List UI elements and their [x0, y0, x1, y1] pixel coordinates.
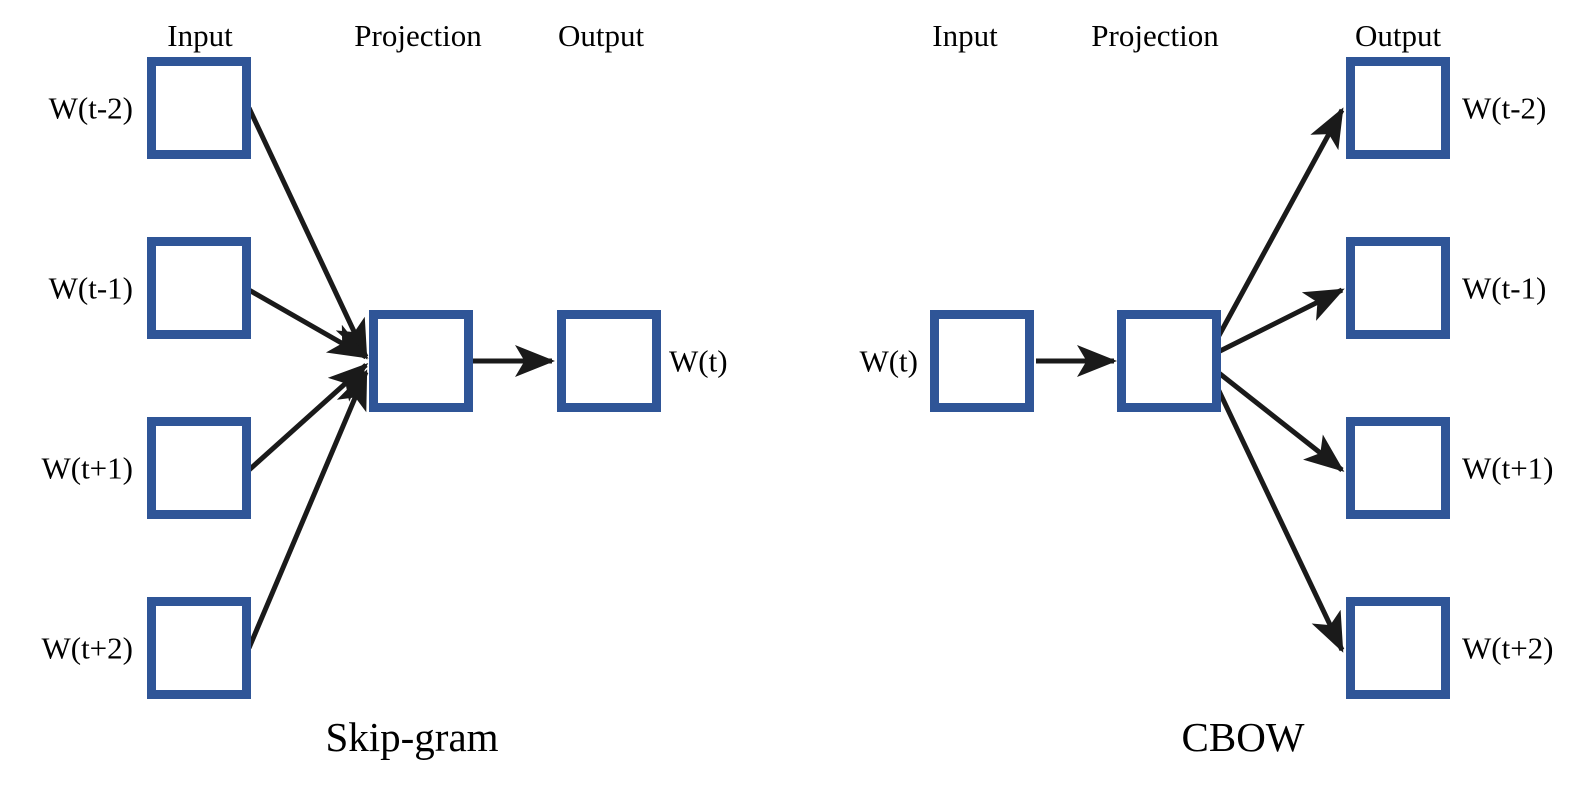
cbow-input-label: W(t)	[859, 343, 918, 379]
cbow-projection-box[interactable]	[1117, 310, 1221, 412]
cbow-header-projection: Projection	[1091, 18, 1219, 53]
skipgram-projection-box[interactable]	[369, 310, 473, 412]
skipgram-input-box-3[interactable]	[147, 417, 251, 519]
cbow-output-box-4[interactable]	[1346, 597, 1450, 699]
skipgram-input-box-4[interactable]	[147, 597, 251, 699]
cbow-output-box-1[interactable]	[1346, 57, 1450, 159]
skipgram-input-box-2[interactable]	[147, 237, 251, 339]
skipgram-input-label-1: W(t-2)	[48, 90, 133, 126]
skipgram-input-label-3: W(t+1)	[41, 450, 133, 486]
skipgram-header-output: Output	[557, 18, 645, 53]
skipgram-header-input: Input	[167, 18, 233, 53]
skipgram-input-label-2: W(t-1)	[48, 270, 133, 306]
cbow-caption: CBOW	[1181, 714, 1305, 760]
cbow-input-box[interactable]	[930, 310, 1034, 412]
cbow-output-label-4: W(t+2)	[1462, 630, 1554, 666]
skipgram-input-edges	[246, 106, 369, 649]
skipgram-input-label-4: W(t+2)	[41, 630, 133, 666]
skipgram-output-label: W(t)	[669, 343, 728, 379]
skipgram-caption: Skip-gram	[325, 714, 499, 760]
skipgram-output-box[interactable]	[557, 310, 661, 412]
cbow-header-input: Input	[932, 18, 998, 53]
cbow-output-label-3: W(t+1)	[1462, 450, 1554, 486]
cbow-header-output: Output	[1354, 18, 1442, 53]
cbow-output-box-2[interactable]	[1346, 237, 1450, 339]
skipgram-input-box-1[interactable]	[147, 57, 251, 159]
skipgram-header-projection: Projection	[354, 18, 482, 53]
cbow-output-edges	[1207, 107, 1345, 653]
cbow-output-label-1: W(t-2)	[1462, 90, 1547, 126]
cbow-output-label-2: W(t-1)	[1462, 270, 1547, 306]
cbow-output-box-3[interactable]	[1346, 417, 1450, 519]
